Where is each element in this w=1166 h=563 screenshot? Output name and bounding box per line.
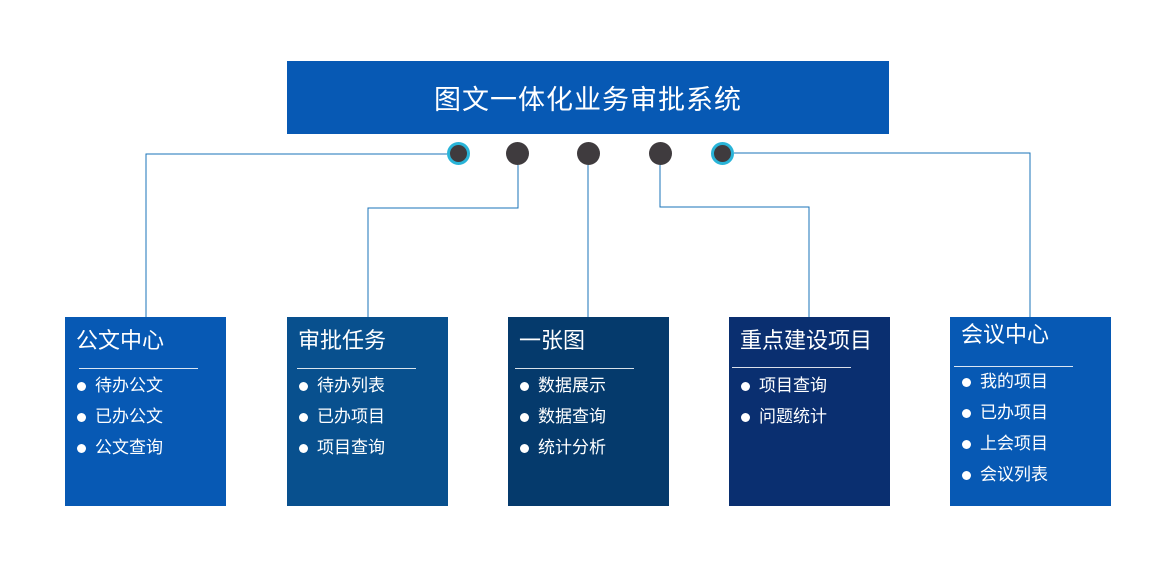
list-item: 待办公文: [77, 371, 163, 402]
list-item-label: 上会项目: [980, 434, 1048, 454]
module-item-list: 项目查询 问题统计: [741, 371, 827, 433]
list-item: 公文查询: [77, 433, 163, 464]
connector-node-5: [711, 142, 734, 165]
module-item-list: 待办公文 已办公文 公文查询: [77, 371, 163, 464]
module-title: 重点建设项目: [740, 329, 873, 354]
line-to-module-5: [734, 152, 1031, 318]
list-item: 待办列表: [299, 371, 385, 402]
list-item: 项目查询: [741, 371, 827, 402]
module-divider: [954, 366, 1073, 367]
list-item-label: 项目查询: [759, 376, 827, 396]
system-title: 图文一体化业务审批系统: [434, 85, 742, 116]
bullet-icon: [520, 413, 529, 422]
module-title: 审批任务: [298, 329, 387, 354]
list-item-label: 项目查询: [317, 438, 385, 458]
module-divider: [515, 368, 634, 369]
line-to-module-1: [145, 153, 447, 318]
bullet-icon: [741, 413, 750, 422]
module-one-map: 一张图 数据展示 数据查询 统计分析: [508, 317, 669, 506]
list-item-label: 待办列表: [317, 376, 385, 396]
bullet-icon: [741, 382, 750, 391]
list-item: 已办项目: [962, 398, 1048, 429]
bullet-icon: [962, 378, 971, 387]
bullet-icon: [962, 471, 971, 480]
list-item: 我的项目: [962, 367, 1048, 398]
list-item: 已办项目: [299, 402, 385, 433]
list-item: 问题统计: [741, 402, 827, 433]
list-item-label: 待办公文: [95, 376, 163, 396]
connector-node-1: [447, 142, 470, 165]
line-to-module-4: [659, 165, 810, 318]
bullet-icon: [299, 413, 308, 422]
list-item-label: 数据查询: [538, 407, 606, 427]
list-item: 数据展示: [520, 371, 606, 402]
module-official-documents: 公文中心 待办公文 已办公文 公文查询: [65, 317, 226, 506]
module-title: 公文中心: [76, 329, 165, 354]
module-approval-tasks: 审批任务 待办列表 已办项目 项目查询: [287, 317, 448, 506]
bullet-icon: [520, 382, 529, 391]
line-to-module-2: [367, 165, 519, 318]
bullet-icon: [77, 382, 86, 391]
connector-node-3: [577, 142, 600, 165]
module-meeting-center: 会议中心 我的项目 已办项目 上会项目 会议列表: [950, 317, 1111, 506]
module-item-list: 待办列表 已办项目 项目查询: [299, 371, 385, 464]
list-item-label: 数据展示: [538, 376, 606, 396]
bullet-icon: [962, 440, 971, 449]
list-item-label: 已办项目: [317, 407, 385, 427]
list-item: 会议列表: [962, 460, 1048, 491]
bullet-icon: [77, 444, 86, 453]
bullet-icon: [520, 444, 529, 453]
module-title: 会议中心: [961, 323, 1050, 348]
list-item-label: 会议列表: [980, 465, 1048, 485]
list-item: 统计分析: [520, 433, 606, 464]
system-title-box: 图文一体化业务审批系统: [287, 61, 889, 134]
list-item-label: 已办公文: [95, 407, 163, 427]
connector-node-2: [506, 142, 529, 165]
bullet-icon: [299, 444, 308, 453]
list-item-label: 统计分析: [538, 438, 606, 458]
list-item: 项目查询: [299, 433, 385, 464]
bullet-icon: [77, 413, 86, 422]
bullet-icon: [299, 382, 308, 391]
module-item-list: 数据展示 数据查询 统计分析: [520, 371, 606, 464]
list-item: 数据查询: [520, 402, 606, 433]
list-item: 已办公文: [77, 402, 163, 433]
module-divider: [79, 368, 198, 369]
bullet-icon: [962, 409, 971, 418]
list-item-label: 我的项目: [980, 372, 1048, 392]
module-item-list: 我的项目 已办项目 上会项目 会议列表: [962, 367, 1048, 491]
module-divider: [297, 368, 416, 369]
list-item-label: 问题统计: [759, 407, 827, 427]
list-item-label: 公文查询: [95, 438, 163, 458]
list-item: 上会项目: [962, 429, 1048, 460]
list-item-label: 已办项目: [980, 403, 1048, 423]
module-title: 一张图: [519, 329, 586, 354]
module-key-projects: 重点建设项目 项目查询 问题统计: [729, 317, 890, 506]
connector-node-4: [649, 142, 672, 165]
module-divider: [732, 367, 851, 368]
